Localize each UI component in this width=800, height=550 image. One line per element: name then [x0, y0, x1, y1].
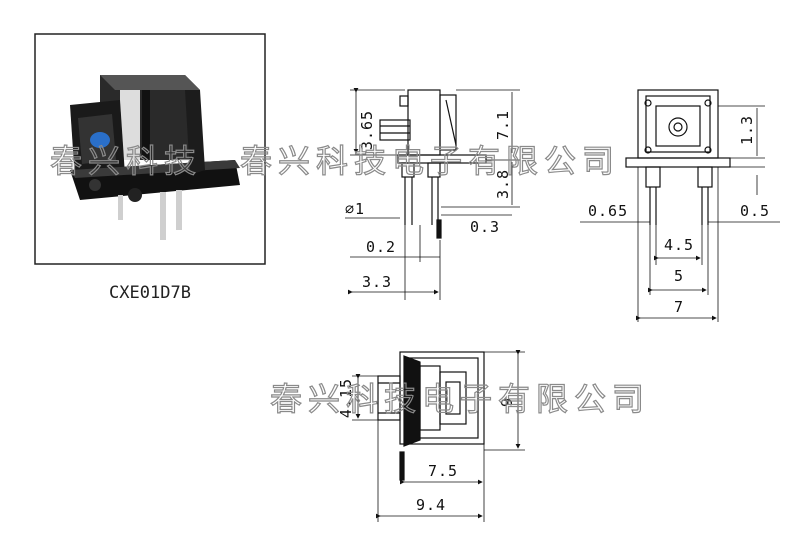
dim-front-pin-left: 0.65 [588, 202, 628, 220]
dim-front-height-upper: 1.3 [738, 115, 756, 145]
dim-front-pin-inner: 4.5 [664, 236, 694, 254]
watermark-bottom: 春兴科技电子有限公司 [270, 380, 650, 418]
switch-render [70, 75, 240, 240]
dim-side-height-lower: 3.8 [494, 169, 512, 199]
dim-top-inner-height: 4.15 [337, 378, 355, 418]
dim-side-height-total: 7.1 [494, 110, 512, 140]
dim-side-base-width: 3.3 [362, 273, 392, 291]
dim-top-inner-width: 7.5 [428, 462, 458, 480]
top-view-drawing [352, 350, 525, 522]
side-view-drawing [345, 88, 520, 300]
dim-side-height-upper: 3.65 [358, 110, 376, 150]
part-number-label: CXE01D7B [109, 283, 191, 303]
dim-front-total-width: 7 [674, 298, 684, 316]
dim-side-gap: 0.3 [470, 218, 500, 236]
dim-front-pin-outer: 5 [674, 267, 684, 285]
dim-side-offset-small: 0.2 [366, 238, 396, 256]
watermark-left: 春兴科技 春兴科技电子有限公司 [50, 142, 620, 180]
dim-top-total-width: 9.4 [416, 496, 446, 514]
front-view-drawing [580, 89, 780, 322]
dim-top-total-height: 9 [498, 397, 516, 407]
dim-front-pin-right: 0.5 [740, 202, 770, 220]
product-photo-panel [34, 33, 266, 265]
dim-pin-diameter: ⌀1 [345, 200, 365, 218]
